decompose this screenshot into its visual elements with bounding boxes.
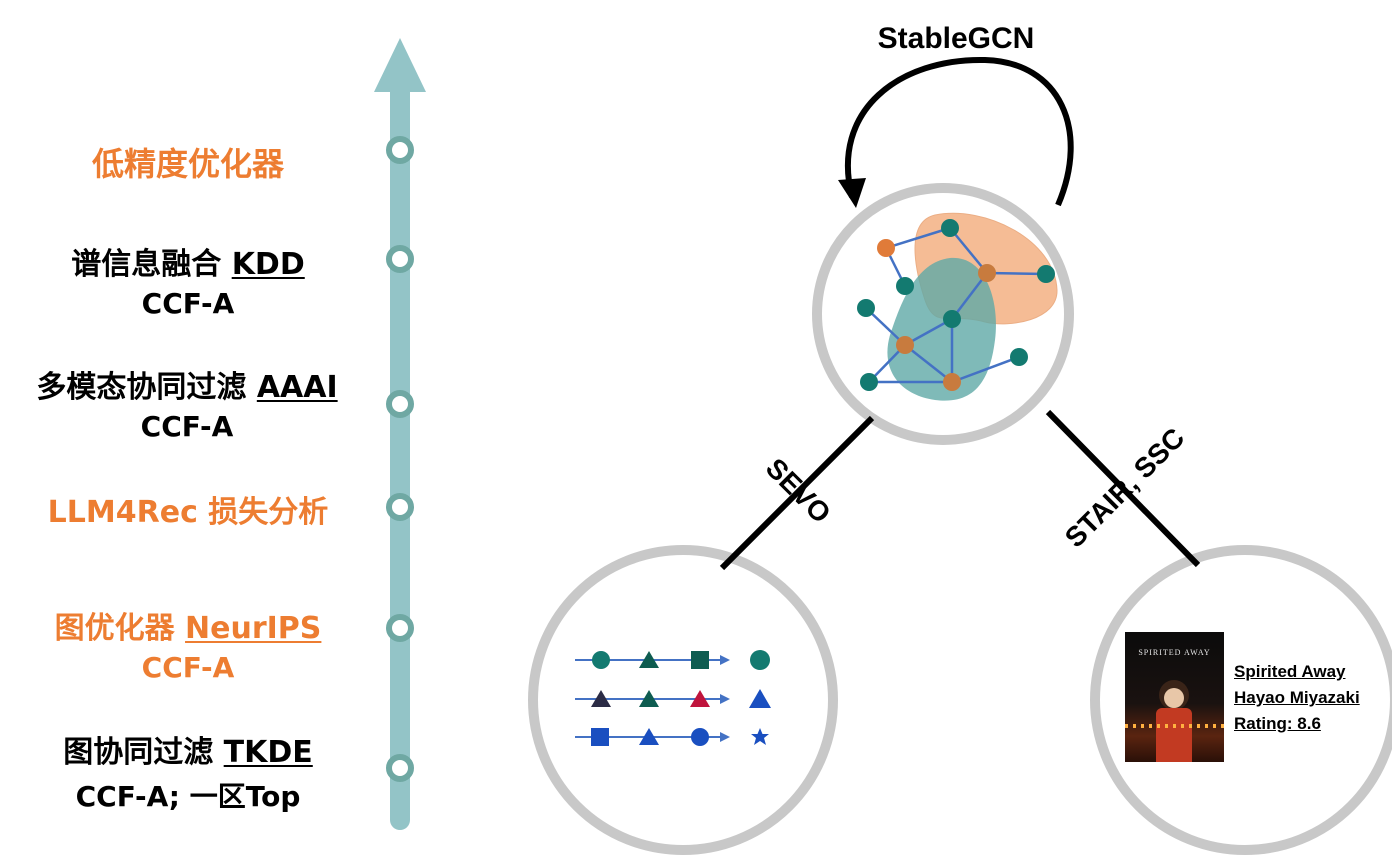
timeline-item-title: 多模态协同过滤 <box>36 370 247 405</box>
timeline-node <box>386 614 414 642</box>
movie-poster-title: Spirited Away <box>1138 648 1211 657</box>
timeline-item-rank: CCF-A; 一区Top <box>75 780 301 813</box>
teal-cluster <box>887 257 996 401</box>
venue-link-aaai[interactable]: AAAI <box>256 370 338 405</box>
timeline-node <box>386 136 414 164</box>
timeline-item-title: 谱信息融合 <box>71 247 222 282</box>
right-circle <box>1090 545 1392 855</box>
timeline-item-title: 图优化器 <box>54 611 175 646</box>
movie-rating-link[interactable]: Rating: 8.6 <box>1234 714 1321 733</box>
self-loop-arrow <box>844 56 1074 207</box>
venue-link-tkde[interactable]: TKDE <box>223 735 313 770</box>
timeline-item-rank: CCF-A <box>140 410 234 443</box>
timeline-item-1: 低精度优化器 <box>40 139 336 185</box>
chihiro-body <box>1156 708 1192 762</box>
movie-info: Spirited Away Hayao Miyazaki Rating: 8.6 <box>1234 659 1360 737</box>
timeline-node <box>386 245 414 273</box>
lanterns <box>1125 724 1224 728</box>
timeline-item-title: LLM4Rec 损失分析 <box>47 495 329 530</box>
timeline-item-4: LLM4Rec 损失分析 <box>20 487 356 531</box>
movie-title-link[interactable]: Spirited Away <box>1234 662 1346 681</box>
timeline-item-title: 低精度优化器 <box>91 145 284 183</box>
timeline-node <box>386 390 414 418</box>
movie-poster: Spirited Away <box>1125 632 1224 762</box>
self-loop-arrowhead <box>838 178 866 208</box>
timeline-item-title: 图协同过滤 <box>63 735 214 770</box>
left-edge <box>719 415 875 571</box>
venue-link-kdd[interactable]: KDD <box>231 247 305 282</box>
timeline-item-2: 谱信息融合 KDD CCF-A <box>20 239 356 320</box>
stablegcn-label: StableGCN <box>877 22 1035 55</box>
timeline-item-rank: CCF-A <box>141 651 235 684</box>
movie-director-link[interactable]: Hayao Miyazaki <box>1234 688 1360 707</box>
timeline-arrowhead <box>374 38 426 92</box>
timeline-item-3: 多模态协同过滤 AAAI CCF-A <box>0 362 374 443</box>
sequence-rows <box>575 650 771 746</box>
timeline-item-5: 图优化器 NeurIPS CCF-A <box>20 603 356 684</box>
timeline-nodes <box>386 136 414 782</box>
timeline-node <box>386 493 414 521</box>
venue-link-neurips[interactable]: NeurIPS <box>185 611 322 646</box>
graph-nodes <box>857 219 1055 391</box>
timeline-node <box>386 754 414 782</box>
timeline-item-6: 图协同过滤 TKDE CCF-A; 一区Top <box>20 727 356 815</box>
chihiro-face <box>1164 688 1184 708</box>
right-edge <box>1045 409 1201 568</box>
timeline-item-rank: CCF-A <box>141 287 235 320</box>
